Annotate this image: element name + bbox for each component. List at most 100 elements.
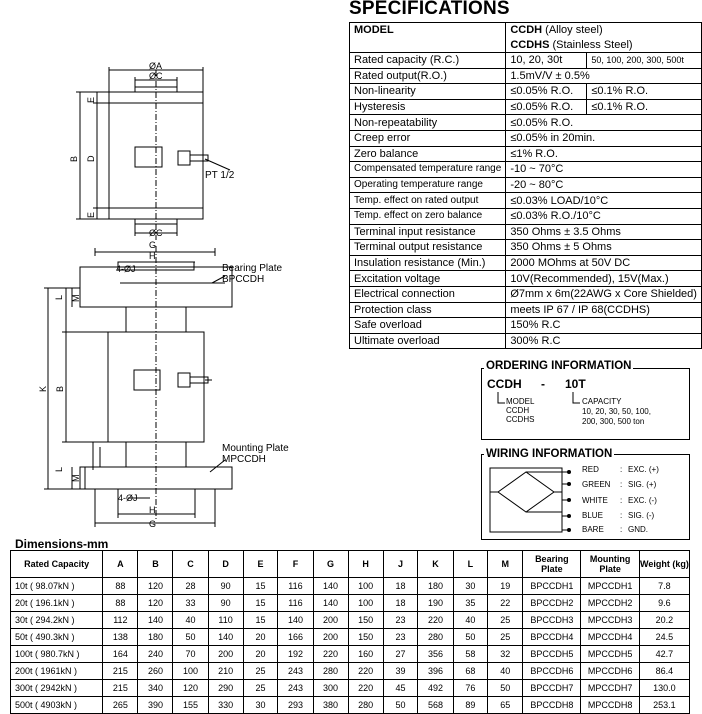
dimensions-cell: 265 [102, 696, 139, 714]
dimensions-cell: 140 [312, 594, 349, 612]
spec-value: 1.5mV/V ± 0.5% [505, 67, 702, 85]
dimensions-cell: 32 [487, 645, 524, 663]
dimensions-cell: 116 [277, 594, 314, 612]
dimensions-cell: 215 [102, 679, 139, 697]
dimensions-cell: 220 [347, 662, 384, 680]
dimensions-cell: 86.4 [638, 662, 691, 680]
dimensions-cell: 200t ( 1961kN ) [9, 662, 104, 680]
dimensions-cell: 140 [312, 577, 349, 595]
dimensions-cell: 166 [277, 628, 314, 646]
dimensions-cell: 7.8 [638, 577, 691, 595]
dimensions-cell: BPCCDH2 [522, 594, 582, 612]
wire-sep: : [620, 480, 623, 489]
wire-color: RED [582, 465, 599, 474]
spec-key: Zero balance [348, 145, 507, 163]
dim-label-k: K [38, 386, 48, 392]
specifications-title: SPECIFICATIONS [349, 0, 510, 19]
wire-function: EXC. (+) [628, 465, 659, 474]
wiring-bridge-diagram [489, 467, 571, 533]
dimensions-cell: 100 [347, 594, 384, 612]
wire-color: BARE [582, 525, 604, 534]
dimensions-cell: 215 [102, 662, 139, 680]
spec-key: Temp. effect on zero balance [348, 207, 507, 225]
dimensions-header-cell: K [417, 550, 454, 578]
ordering-info-title: ORDERING INFORMATION [484, 360, 634, 372]
dim-label-m-bottom: M [71, 475, 81, 483]
spec-key: Safe overload [348, 317, 507, 334]
dimensions-cell: 45 [382, 679, 419, 697]
dimensions-header-cell: Mounting Plate [580, 550, 640, 578]
spec-key: Terminal output resistance [348, 239, 507, 256]
spec-value: 10, 20, 30t [505, 52, 588, 69]
dimensions-cell: 200 [312, 611, 349, 629]
dimensions-cell: MPCCDH7 [580, 679, 640, 697]
spec-value: 350 Ohms ± 5 Ohms [505, 239, 702, 256]
dimensions-cell: 243 [277, 662, 314, 680]
dimensions-cell: 160 [347, 645, 384, 663]
dim-label-c-bottom: ØC [149, 228, 163, 238]
dimensions-cell: BPCCDH3 [522, 611, 582, 629]
dimensions-title: Dimensions-mm [15, 537, 109, 551]
dimensions-cell: 18 [382, 577, 419, 595]
dim-label-j-top: 4-ØJ [116, 264, 136, 274]
dimensions-cell: 190 [417, 594, 454, 612]
spec-model-value-1: CCDH (Alloy steel) [505, 22, 702, 38]
dimensions-cell: 260 [137, 662, 174, 680]
spec-key: Non-repeatability [348, 114, 507, 131]
dim-label-e-bottom: E [86, 212, 96, 218]
dimensions-cell: 220 [312, 645, 349, 663]
dim-label-b-top: B [69, 156, 79, 162]
spec-key: Rated capacity (R.C.) [348, 52, 507, 69]
dimensions-cell: 116 [277, 577, 314, 595]
dimensions-cell: 280 [417, 628, 454, 646]
dimensions-cell: 293 [277, 696, 314, 714]
dimensions-cell: BPCCDH6 [522, 662, 582, 680]
dimensions-cell: 76 [452, 679, 489, 697]
dimensions-cell: 492 [417, 679, 454, 697]
dimensions-header-cell: J [382, 550, 419, 578]
dimensions-cell: 88 [102, 577, 139, 595]
spec-value-2: ≤0.1% R.O. [586, 98, 702, 116]
spec-key: Operating temperature range [348, 176, 507, 194]
dimensions-cell: 15 [242, 594, 279, 612]
dimensions-header-cell: M [487, 550, 524, 578]
dimensions-cell: MPCCDH1 [580, 577, 640, 595]
dimensions-cell: BPCCDH1 [522, 577, 582, 595]
dimensions-cell: 50t ( 490.3kN ) [9, 628, 104, 646]
dimensions-cell: 39 [382, 662, 419, 680]
spec-value-2: 50, 100, 200, 300, 500t [586, 52, 702, 69]
load-cell-drawing: ØA ØC ØC G H 4-ØJ E E B D L M K B L M 4-… [38, 61, 289, 529]
dimensions-cell: BPCCDH4 [522, 628, 582, 646]
dimensions-header-cell: Rated Capacity [9, 550, 104, 578]
ordering-code-capacity: 10T [565, 377, 586, 391]
ordering-code-sep: - [541, 377, 545, 391]
dimensions-cell: 290 [207, 679, 244, 697]
dimensions-cell: 25 [487, 611, 524, 629]
dimensions-cell: 138 [102, 628, 139, 646]
dimensions-cell: 140 [207, 628, 244, 646]
dimensions-cell: 65 [487, 696, 524, 714]
mounting-plate-label: Mounting Plate [222, 443, 289, 454]
spec-value: 150% R.C [505, 317, 702, 334]
dim-label-j-bottom: 4-ØJ [118, 493, 138, 503]
spec-value: ≤0.05% in 20min. [505, 129, 702, 147]
wire-color: WHITE [582, 496, 608, 505]
spec-value: 2000 MOhms at 50V DC [505, 254, 702, 272]
dimensions-cell: 40 [172, 611, 209, 629]
dim-label-l-bottom: L [54, 467, 64, 472]
dimensions-cell: 33 [172, 594, 209, 612]
dimensions-header-cell: F [277, 550, 314, 578]
dimensions-cell: 243 [277, 679, 314, 697]
bearing-plate-code: BPCCDH [222, 274, 264, 285]
dimensions-cell: 40 [487, 662, 524, 680]
spec-value-2: ≤0.1% R.O. [586, 83, 702, 100]
spec-key: Terminal input resistance [348, 223, 507, 241]
dimensions-cell: 100 [172, 662, 209, 680]
dimensions-cell: 300t ( 2942kN ) [9, 679, 104, 697]
dimensions-cell: 25 [242, 662, 279, 680]
spec-key: Insulation resistance (Min.) [348, 254, 507, 272]
